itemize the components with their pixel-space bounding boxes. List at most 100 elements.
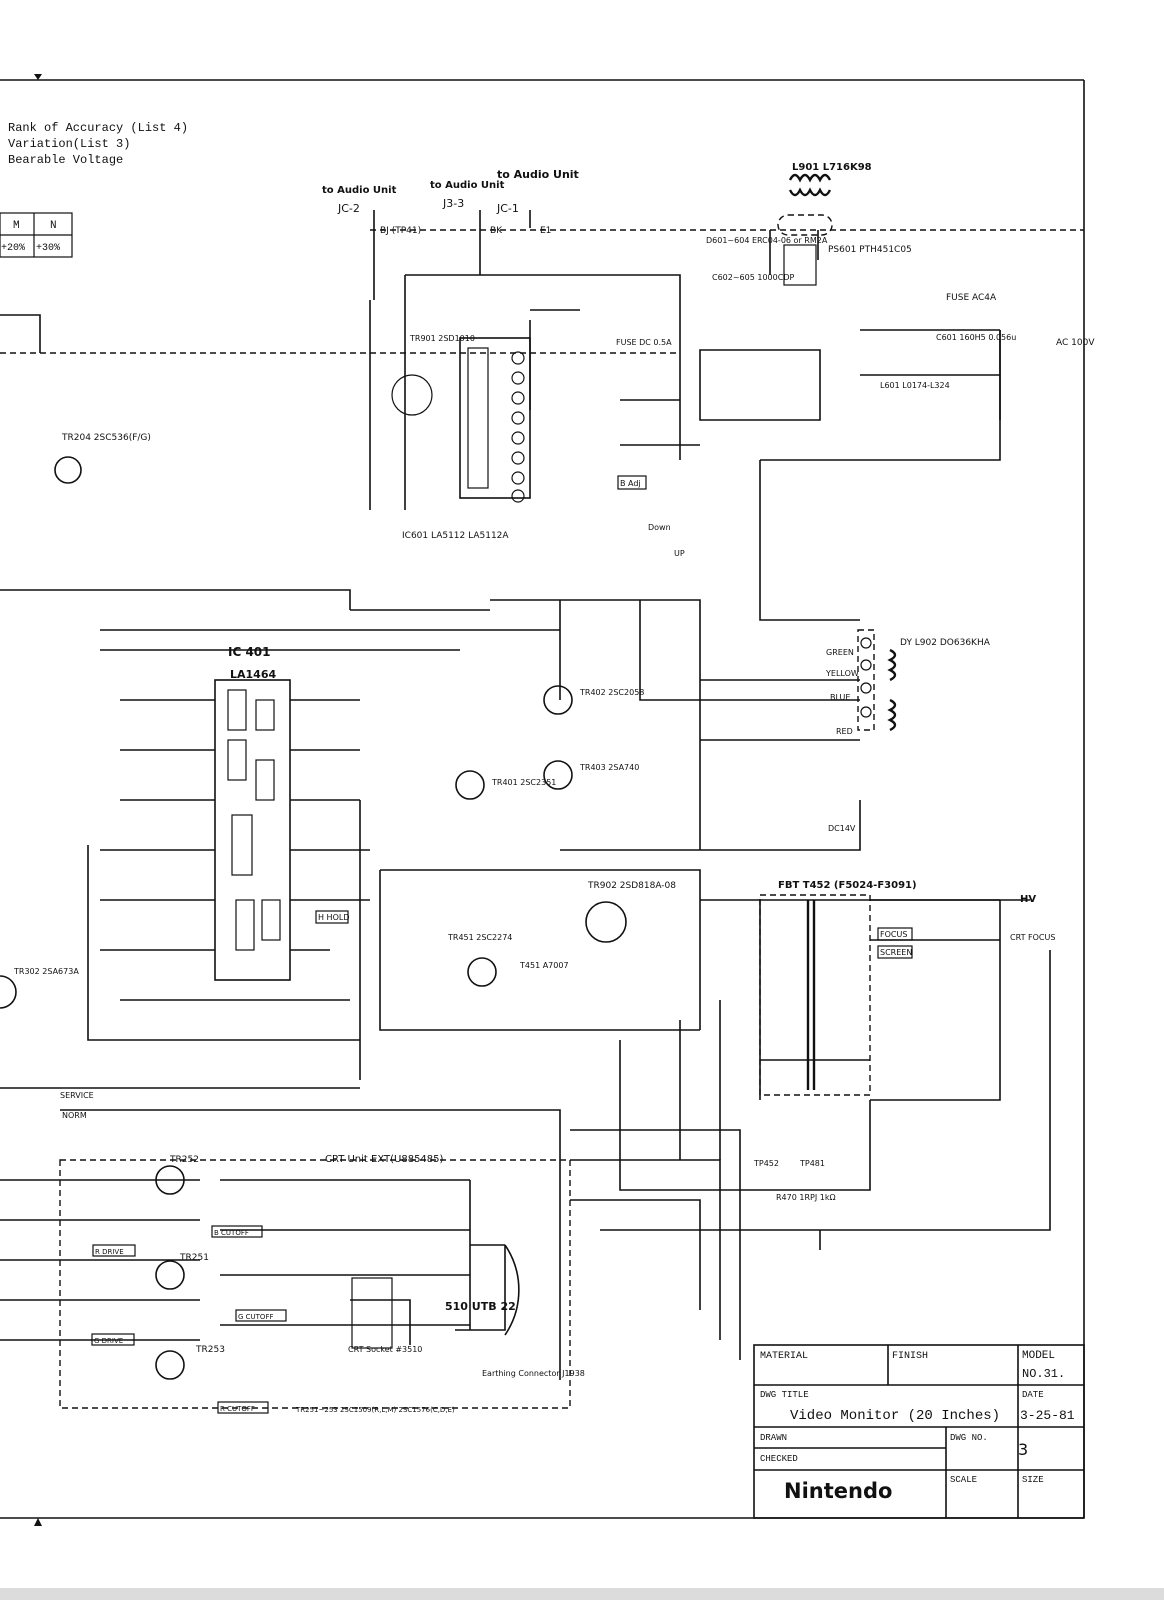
- tb-dwg-title: Video Monitor (20 Inches): [790, 1408, 1000, 1424]
- label-e1: E1: [540, 226, 551, 236]
- tb-date-label: DATE: [1022, 1390, 1044, 1400]
- label-l601: L601 L0174-L324: [880, 381, 950, 390]
- label-tr451: TR451 2SC2274: [447, 933, 512, 942]
- tb-drawn-label: DRAWN: [760, 1433, 787, 1443]
- label-tr252: TR252: [169, 1155, 199, 1165]
- label-bk: BK: [490, 226, 503, 236]
- label-fuse-main: FUSE AC4A: [946, 293, 997, 303]
- label-jc1: JC-1: [496, 202, 519, 215]
- label-g-drive: G DRIVE: [94, 1337, 123, 1345]
- tb-material-label: MATERIAL: [760, 1351, 808, 1362]
- scan-edge: [0, 1588, 1164, 1600]
- ic401-block: [87, 629, 560, 1080]
- label-bj: BJ (TP41): [380, 226, 421, 236]
- tb-model-label: MODEL: [1022, 1350, 1055, 1362]
- label-r-cutoff: R CUTOFF: [220, 1405, 255, 1413]
- label-la1464: LA1464: [230, 668, 276, 681]
- tb-scale-label: SCALE: [950, 1475, 977, 1485]
- label-focus: FOCUS: [880, 930, 907, 939]
- table-header-m: M: [13, 220, 20, 232]
- label-down: Down: [648, 523, 671, 532]
- tb-dwg-no: 3: [1018, 1440, 1028, 1459]
- label-earthing: Earthing Connector J1938: [482, 1369, 585, 1378]
- label-crt-socket: CRT Socket #3510: [348, 1345, 422, 1354]
- label-tr253: TR253: [195, 1345, 225, 1355]
- label-tp481: TP481: [799, 1159, 825, 1168]
- tb-dwg-no-label: DWG NO.: [950, 1433, 988, 1443]
- note-bearable-voltage: Bearable Voltage: [8, 153, 123, 167]
- label-g-cutoff: G CUTOFF: [238, 1313, 274, 1321]
- label-crt-tube: 510 UTB 22: [445, 1300, 516, 1313]
- deflection-yoke: [857, 629, 897, 732]
- label-crt-unit: CRT Unit EXT(U885485): [325, 1154, 444, 1165]
- fbt-transformer: [759, 894, 871, 1096]
- tb-checked-label: CHECKED: [760, 1454, 798, 1464]
- label-ps601: PS601 PTH451C05: [828, 245, 912, 255]
- label-tr402: TR402 2SC2058: [579, 688, 644, 697]
- tb-size-label: SIZE: [1022, 1475, 1044, 1485]
- label-red: RED: [836, 727, 853, 736]
- label-d601: D601~604 ERC04-06 or RM2A: [706, 236, 828, 245]
- label-dy: DY L902 DO636KHA: [900, 638, 991, 648]
- label-service: SERVICE: [60, 1091, 94, 1100]
- table-value-n: +30%: [36, 243, 60, 254]
- label-c601: C601 160H5 0.056u: [936, 333, 1016, 342]
- component-labels: to Audio Unit to Audio Unit to Audio Uni…: [13, 162, 1095, 1414]
- deflection-wiring: [0, 589, 1030, 1380]
- label-tr901: TR901 2SD1010: [409, 334, 475, 343]
- note-variation: Variation(List 3): [8, 137, 130, 151]
- label-up: UP: [674, 549, 685, 558]
- label-b-cutoff: B CUTOFF: [214, 1229, 249, 1237]
- label-r470: R470 1RPJ 1kΩ: [776, 1193, 836, 1202]
- label-dc14v: DC14V: [828, 824, 856, 833]
- notes-block: Rank of Accuracy (List 4) Variation(List…: [8, 121, 188, 167]
- label-tr902: TR902 2SD818A-08: [587, 881, 676, 891]
- label-ac: AC 100V: [1056, 338, 1095, 348]
- crt-unit: [0, 950, 1051, 1409]
- label-tr302: TR302 2SA673A: [13, 967, 79, 976]
- upper-wiring: [0, 210, 1084, 621]
- label-t451: T451 A7007: [519, 961, 569, 970]
- label-yellow: YELLOW: [825, 669, 859, 678]
- label-to-audio-unit-2: to Audio Unit: [430, 180, 505, 191]
- label-hv: HV: [1020, 894, 1036, 905]
- label-to-audio-unit-3: to Audio Unit: [497, 168, 579, 181]
- label-tr251: TR251: [179, 1253, 209, 1263]
- title-block: MATERIAL FINISH MODEL NO.31. DWG TITLE V…: [753, 1344, 1085, 1519]
- label-r-drive: R DRIVE: [95, 1248, 124, 1256]
- ic601-block: [391, 337, 531, 503]
- label-tr204: TR204 2SC536(F/G): [61, 433, 151, 443]
- label-ic401: IC 401: [228, 645, 271, 659]
- label-tr401: TR401 2SC2351: [491, 778, 556, 787]
- label-norm: NORM: [62, 1111, 87, 1120]
- label-screen: SCREEN: [880, 948, 912, 957]
- label-b-adj: B Adj: [620, 479, 641, 488]
- label-ic601: IC601 LA5112 LA5112A: [402, 531, 509, 541]
- label-tp452: TP452: [753, 1159, 779, 1168]
- tolerance-table: M N +20% +30%: [0, 212, 73, 258]
- label-crt-focus: CRT FOCUS: [1010, 933, 1055, 942]
- transistor-symbols: [0, 456, 627, 1380]
- tb-model-no: NO.31.: [1022, 1367, 1065, 1381]
- label-j33: J3-3: [442, 197, 464, 210]
- l901-coil: [777, 173, 833, 286]
- tb-dwg-title-label: DWG TITLE: [760, 1390, 809, 1400]
- label-fbt: FBT T452 (F5024-F3091): [778, 880, 917, 891]
- note-accuracy: Rank of Accuracy (List 4): [8, 121, 188, 135]
- tb-company-logo: Nintendo: [784, 1479, 892, 1503]
- label-h-hold: H HOLD: [318, 913, 350, 922]
- label-green: GREEN: [826, 648, 854, 657]
- label-jc2: JC-2: [337, 202, 360, 215]
- label-blue: BLUE: [830, 693, 850, 702]
- label-tr251-253: TR251~253 2SC1509(R,L,M) 2SC1576(C,D,E): [295, 1406, 455, 1414]
- label-l901: L901 L716K98: [792, 162, 872, 173]
- label-tr403: TR403 2SA740: [579, 763, 639, 772]
- tb-date: 3-25-81: [1020, 1408, 1075, 1423]
- table-value-m: +20%: [1, 243, 25, 254]
- tb-finish-label: FINISH: [892, 1351, 928, 1362]
- label-c602: C602~605 1000CDP: [712, 273, 794, 282]
- label-to-audio-unit-1: to Audio Unit: [322, 185, 397, 196]
- label-fuse-dc: FUSE DC 0.5A: [616, 338, 672, 347]
- table-header-n: N: [50, 220, 57, 232]
